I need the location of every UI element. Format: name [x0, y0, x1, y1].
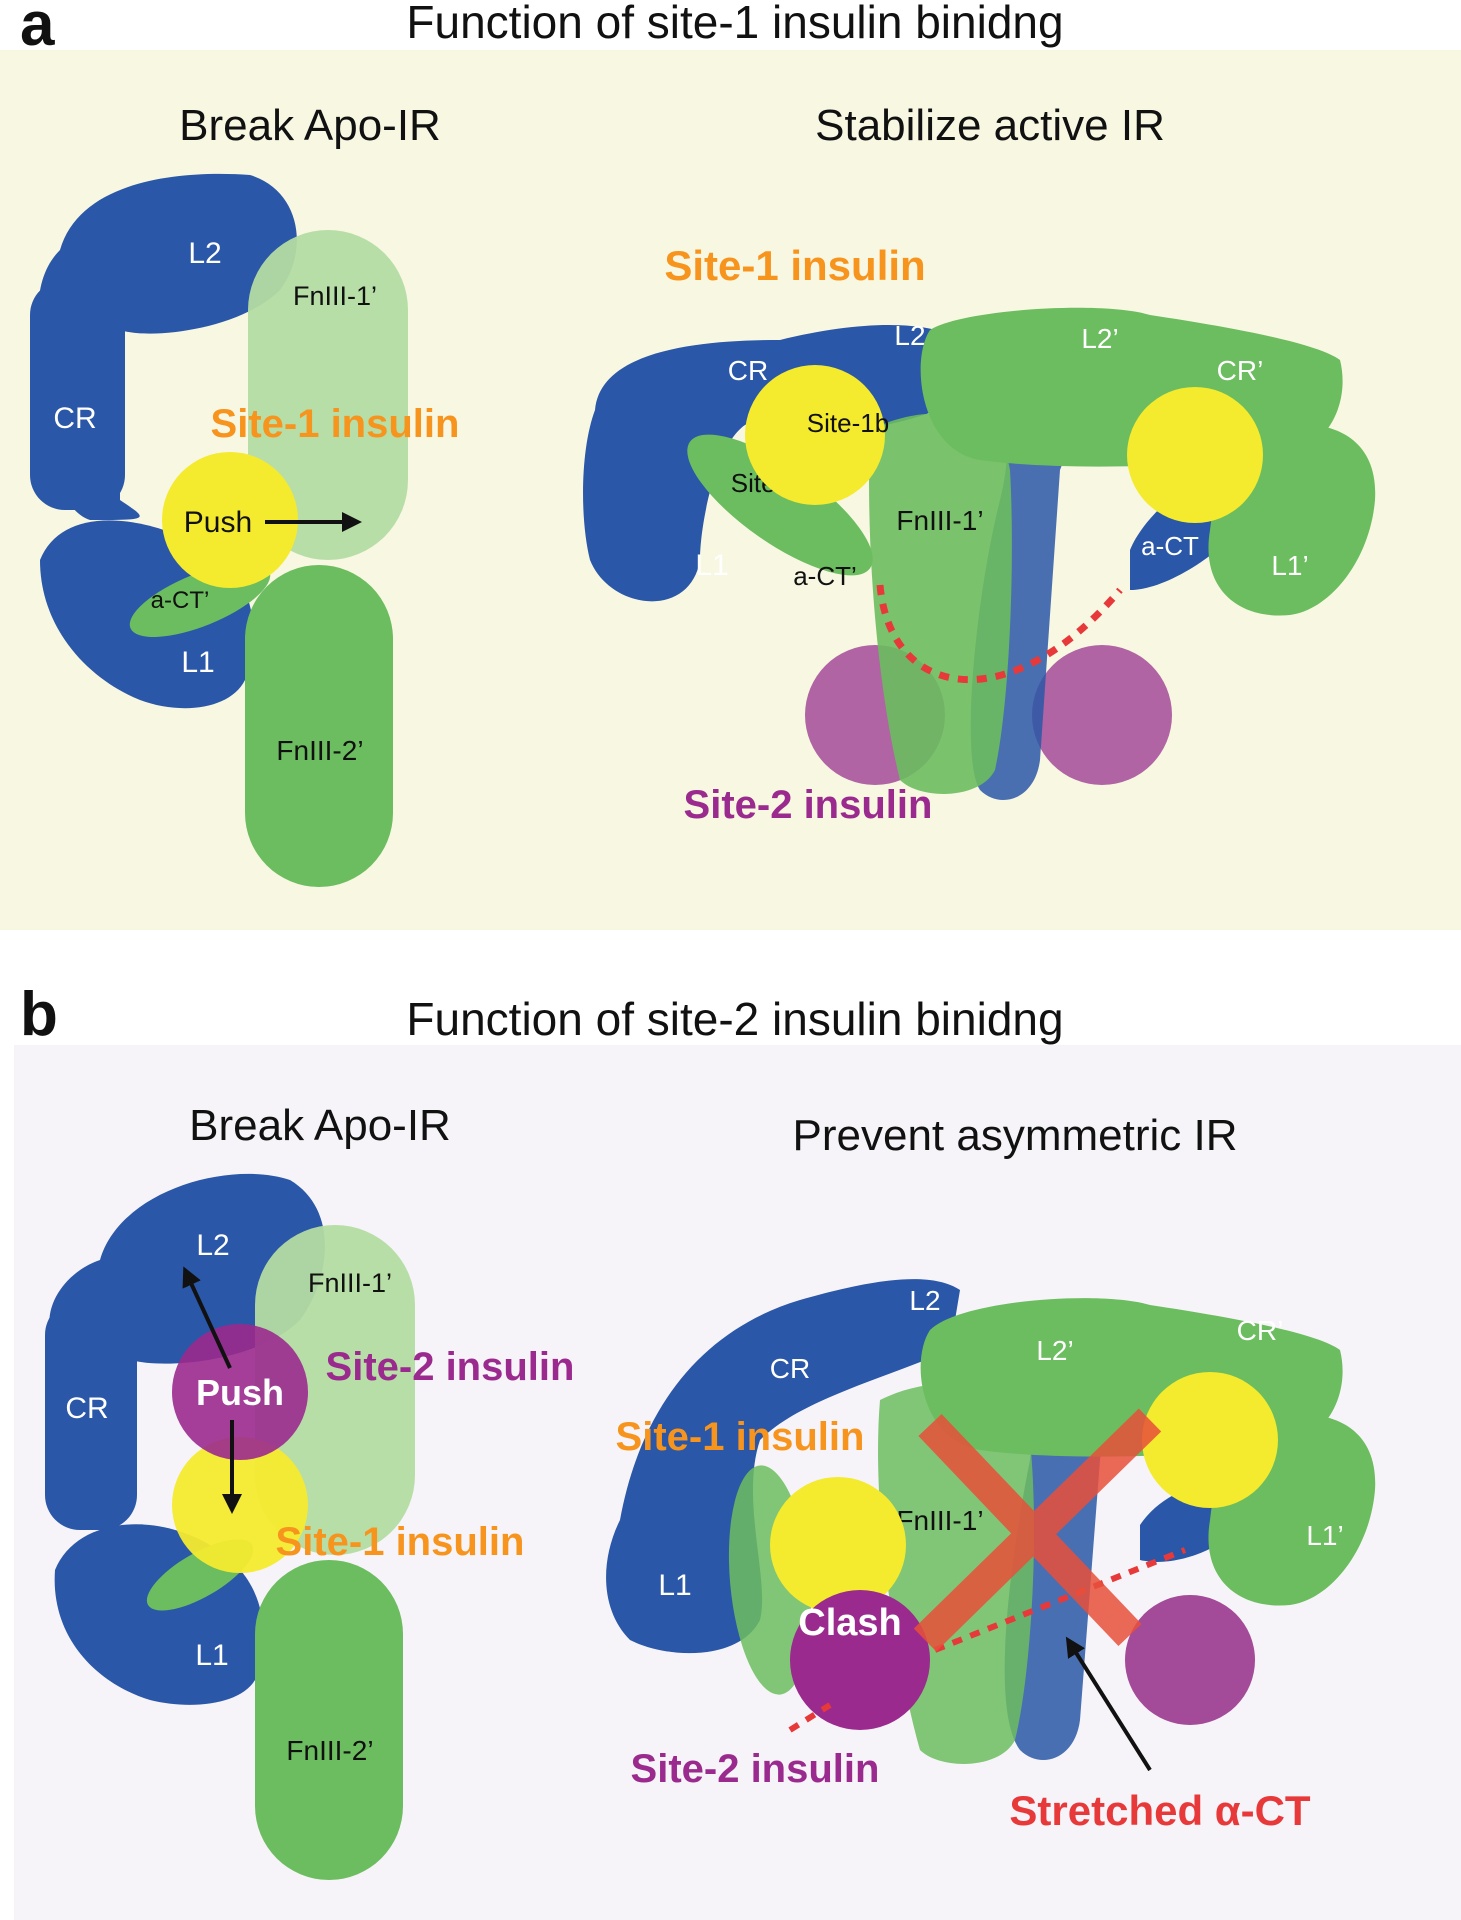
- cross-mark-icon: [913, 1408, 1162, 1652]
- apo-ir-b-fn2-domain: [255, 1560, 403, 1880]
- panel-b-left-diagram: Break Apo-IR L2 CR L1 FnIII-1’ Push Site…: [45, 1101, 574, 1880]
- apo-ir-cr-label: CR: [53, 402, 96, 435]
- panel-b-letter: b: [20, 980, 58, 1049]
- asym-ir-l2-label: L2: [909, 1285, 940, 1316]
- active-ir-site2-insulin-right: [1032, 645, 1172, 785]
- apo-ir-act-label: a-CT’: [151, 587, 210, 614]
- asym-ir-site1-insulin-right: [1142, 1372, 1278, 1508]
- asym-ir-stretched-label: Stretched α-CT: [1009, 1787, 1311, 1834]
- panel-b-title: Function of site-2 insulin binidng: [406, 993, 1063, 1045]
- apo-ir-fn2-domain: [245, 565, 393, 887]
- active-ir-l1prime-label: L1’: [1271, 550, 1308, 581]
- apo-ir-b-site2-insulin: [172, 1324, 308, 1460]
- panel-b-right-heading: Prevent asymmetric IR: [793, 1111, 1238, 1160]
- apo-ir-b-cr-label: CR: [65, 1392, 108, 1425]
- apo-ir-b-push-label: Push: [196, 1372, 284, 1413]
- apo-ir-fn2-label: FnIII-2’: [276, 735, 363, 766]
- panel-b-left-heading: Break Apo-IR: [189, 1101, 451, 1150]
- active-ir-site1-insulin-right: [1127, 387, 1263, 523]
- dashed-linker-right-icon: [933, 1547, 1187, 1653]
- panel-b-right-diagram: Prevent asymmetric IR L2 CR L1 FnIII-1’ …: [606, 1111, 1376, 1834]
- apo-ir-b-l2-label: L2: [196, 1229, 229, 1262]
- asym-ir-fn1-label: FnIII-1’: [896, 1505, 983, 1536]
- apo-ir-b-fn1-label: FnIII-1’: [308, 1268, 392, 1298]
- active-ir-cr-label: CR: [728, 355, 768, 386]
- push-arrow-up-icon: [182, 1266, 232, 1369]
- panel-a-left-heading: Break Apo-IR: [179, 101, 441, 150]
- apo-ir-l1-label: L1: [181, 646, 214, 679]
- apo-ir-b-fn2-label: FnIII-2’: [286, 1735, 373, 1766]
- active-ir-l2-label: L2: [894, 320, 925, 351]
- panel-a-right-diagram: Stabilize active IR Site-1 insulin CR L2…: [583, 101, 1376, 827]
- apo-ir-b-l1-label: L1: [195, 1639, 228, 1672]
- active-ir-fn1-label: FnIII-1’: [896, 505, 983, 536]
- apo-ir-b-site1-label: Site-1 insulin: [276, 1520, 525, 1564]
- asym-ir-site1-label: Site-1 insulin: [616, 1415, 865, 1459]
- asym-ir-clash-label: Clash: [798, 1602, 901, 1644]
- active-ir-act-prime-label: a-CT’: [793, 561, 857, 591]
- asym-ir-site2-insulin-right: [1125, 1595, 1255, 1725]
- active-ir-fn1-domain: [869, 413, 1012, 794]
- active-ir-site1a-segment: [687, 434, 873, 576]
- active-ir-site1-label: Site-1 insulin: [664, 242, 925, 289]
- asym-ir-cr-label: CR: [770, 1353, 810, 1384]
- asym-ir-site2-insulin-left: [790, 1590, 930, 1730]
- panel-b: b Function of site-2 insulin binidng Bre…: [14, 980, 1461, 1920]
- apo-ir-fn1-domain: [248, 230, 408, 560]
- panel-a-title: Function of site-1 insulin binidng: [406, 0, 1063, 48]
- apo-ir-site1-insulin: [162, 452, 298, 588]
- panel-a-left-diagram: Break Apo-IR L2 CR L1 FnIII-1’ a-CT’ Pus…: [30, 101, 459, 887]
- stretch-arrow-icon: [1065, 1636, 1152, 1772]
- dashed-linker-icon: [876, 584, 1123, 684]
- active-ir-site1-insulin-left: [745, 365, 885, 505]
- active-ir-l1-label: L1: [695, 549, 728, 582]
- asym-ir-l2prime-label: L2’: [1036, 1335, 1073, 1366]
- apo-ir-b-site2-label: Site-2 insulin: [326, 1345, 575, 1389]
- apo-ir-l2-label: L2: [188, 237, 221, 270]
- active-ir-site1b-label: Site-1b: [807, 408, 889, 438]
- asym-ir-l1prime-label: L1’: [1306, 1520, 1343, 1551]
- active-ir-l2prime-label: L2’: [1081, 323, 1118, 354]
- apo-ir-push-label: Push: [184, 506, 252, 539]
- asym-ir-crprime-label: CR’: [1237, 1315, 1284, 1346]
- apo-ir-fn1-label: FnIII-1’: [293, 281, 377, 311]
- panel-a-letter: a: [20, 0, 55, 59]
- active-ir-act-label: a-CT: [1141, 531, 1199, 561]
- dashed-linker-left-icon: [788, 1702, 832, 1733]
- asym-ir-site2-label: Site-2 insulin: [631, 1747, 880, 1791]
- panel-a: a Function of site-1 insulin binidng Bre…: [0, 0, 1461, 930]
- asym-ir-l1-label: L1: [658, 1569, 691, 1602]
- asym-ir-site1-insulin-left: [770, 1477, 906, 1613]
- panel-a-right-heading: Stabilize active IR: [815, 101, 1165, 150]
- active-ir-crprime-label: CR’: [1217, 355, 1264, 386]
- apo-ir-site1-label: Site-1 insulin: [211, 402, 460, 446]
- active-ir-site2-label: Site-2 insulin: [684, 783, 933, 827]
